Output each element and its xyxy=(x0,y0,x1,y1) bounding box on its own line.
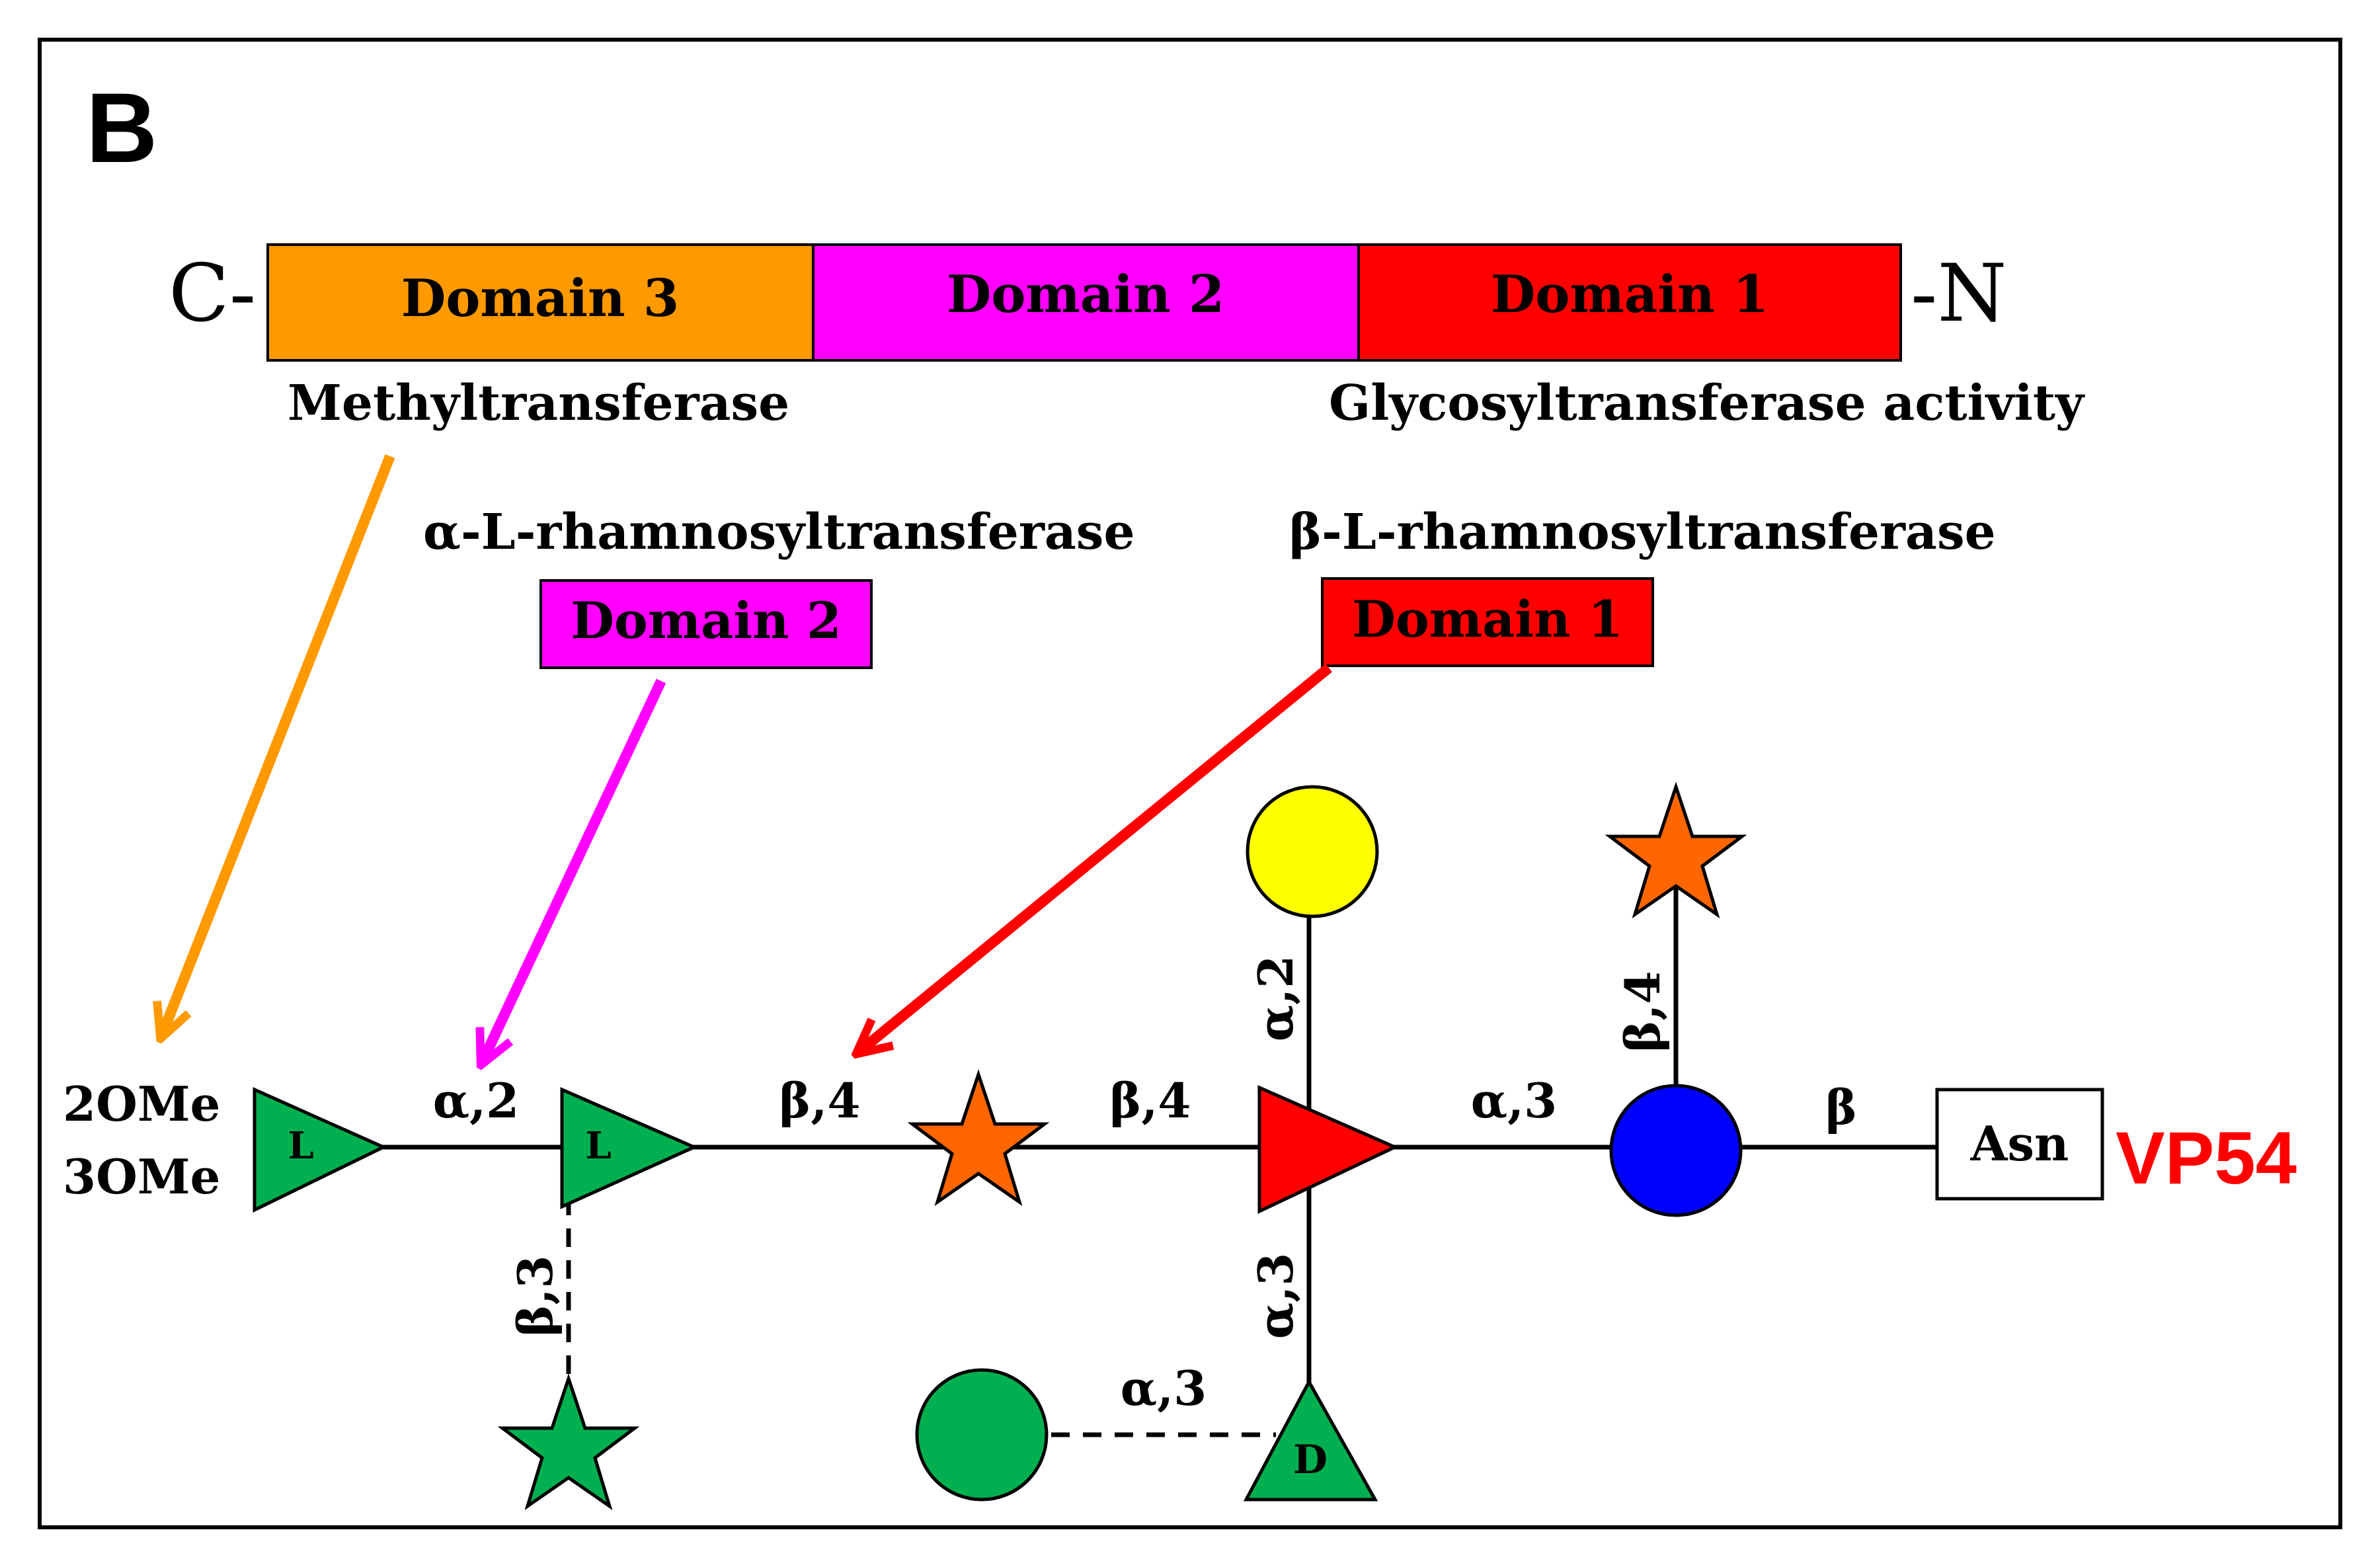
glycosyltransferase-label: Glycosyltransferase activity xyxy=(1329,375,2085,432)
rhamnose-triangle-terminal xyxy=(253,1087,387,1213)
orange-star-main xyxy=(907,1069,1050,1207)
panel-label: B xyxy=(86,72,157,183)
domain-1-block xyxy=(1357,243,1902,362)
beta-rhamnosyltransferase-label: β-L-rhamnosyltransferase xyxy=(1289,504,1996,561)
rhamnose-terminal-letter: L xyxy=(288,1124,313,1168)
methyl-2ome-label: 2OMe xyxy=(63,1076,220,1132)
domain-2-label: Domain 2 xyxy=(947,264,1225,325)
red-triangle xyxy=(1257,1085,1400,1214)
yellow-circle xyxy=(1246,785,1379,918)
linkage-circle-asn: β xyxy=(1825,1079,1857,1135)
enzyme-domain-2-label: Domain 2 xyxy=(571,591,842,650)
vp54-label: VP54 xyxy=(2116,1117,2297,1199)
magenta-arrow xyxy=(483,678,666,1061)
linkage-green-circle-d: α,3 xyxy=(1121,1360,1207,1416)
green-circle xyxy=(915,1368,1049,1502)
asn-label: Asn xyxy=(1970,1115,2069,1172)
methyltransferase-label: Methyltransferase xyxy=(288,375,789,432)
d-residue-letter: D xyxy=(1293,1437,1328,1483)
methyl-3ome-label: 3OMe xyxy=(63,1148,220,1205)
orange-arrow xyxy=(162,454,395,1035)
domain-1-label: Domain 1 xyxy=(1491,264,1769,325)
domain-3-block xyxy=(266,243,814,362)
asn-box xyxy=(1935,1088,2104,1201)
green-star xyxy=(497,1373,640,1511)
blue-circle xyxy=(1609,1084,1743,1217)
linkage-orange-star-branch: β,4 xyxy=(1614,971,1671,1053)
linkage-rha-star: β,4 xyxy=(779,1072,861,1129)
n-terminus-label: -N xyxy=(1911,248,2007,340)
enzyme-domain-1-box xyxy=(1321,577,1654,667)
domain-2-block xyxy=(812,243,1360,362)
linkage-star-tri: β,4 xyxy=(1110,1072,1191,1129)
rhamnose-triangle-second xyxy=(560,1087,699,1209)
red-arrow xyxy=(859,663,1333,1051)
linkage-green-star-branch: β,3 xyxy=(507,1256,563,1337)
linkage-yellow-branch: α,2 xyxy=(1248,955,1304,1042)
rhamnose-second-letter: L xyxy=(585,1124,611,1168)
alpha-rhamnosyltransferase-label: α-L-rhamnosyltransferase xyxy=(423,504,1135,561)
enzyme-domain-2-box xyxy=(539,579,873,669)
domain-3-label: Domain 3 xyxy=(401,268,680,329)
c-terminus-label: C- xyxy=(169,248,256,340)
linkage-tri-circle: α,3 xyxy=(1471,1072,1558,1129)
enzyme-domain-1-label: Domain 1 xyxy=(1352,590,1623,649)
linkage-d-branch: α,3 xyxy=(1248,1253,1304,1340)
orange-star-branch xyxy=(1605,782,1747,919)
d-triangle xyxy=(1243,1378,1378,1502)
linkage-rha-rha: α,2 xyxy=(433,1072,520,1129)
